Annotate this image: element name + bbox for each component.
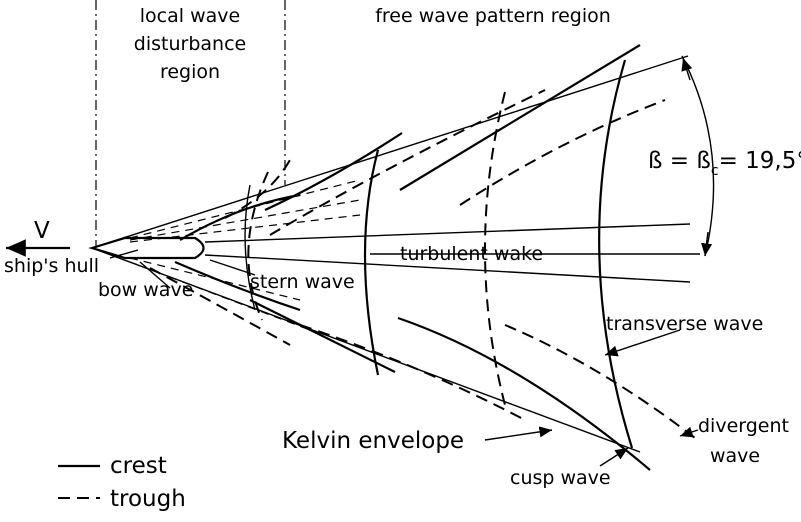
leader-stern-wave (209, 259, 256, 276)
legend-crest-label: crest (110, 453, 167, 479)
divergent-trough-lower-1 (149, 267, 291, 346)
transverse-wave-label: transverse wave (606, 313, 763, 335)
legend: crest trough (58, 453, 186, 512)
divergent-crest-upper-1 (179, 193, 301, 241)
legend-trough-label: trough (110, 486, 186, 512)
divergent-wave-label-2: wave (710, 445, 760, 467)
divergent-crest-upper-2 (264, 132, 403, 211)
cusp-wave-label: cusp wave (510, 467, 611, 489)
stern-wave-label: stern wave (250, 271, 355, 293)
divergent-trough-upper-2 (269, 89, 546, 236)
turbulent-wake-label: turbulent wake (400, 243, 543, 265)
free-region-label: free wave pattern region (375, 5, 611, 27)
bow-wave-label: bow wave (98, 279, 193, 301)
kelvin-envelope-upper (91, 55, 689, 249)
ship-hull-shape (88, 236, 205, 260)
leader-bow-wave (139, 261, 171, 289)
ships-hull-label: ship's hull (4, 255, 99, 277)
divergent-trough-upper-3 (459, 99, 666, 206)
divergent-crest-upper-3 (399, 44, 641, 191)
divergent-crest-lower-1 (174, 260, 301, 312)
divergent-trough-lower-2 (299, 324, 526, 421)
divergent-wave-label-1: divergent (698, 415, 789, 437)
divergent-trough-upper-1 (224, 159, 291, 219)
angle-arrow-bottom (701, 231, 713, 257)
angle-label: ß = ßc= 19,5° (648, 148, 801, 179)
wake-line-lower (204, 254, 691, 283)
local-region-label-1: local wave (140, 5, 240, 27)
local-region-label-2: disturbance (134, 33, 246, 55)
angle-arrow-top (681, 57, 693, 81)
leader-transverse (604, 329, 681, 357)
transverse-crest-2 (363, 149, 380, 376)
kelvin-envelope-label: Kelvin envelope (282, 428, 464, 454)
velocity-label: V (34, 218, 50, 244)
transverse-crest-3 (598, 59, 634, 449)
transverse-crest-1 (244, 184, 256, 311)
wake-line-upper (204, 223, 691, 243)
local-region-label-3: region (160, 61, 220, 83)
divergent-crest-lower-2 (249, 299, 396, 373)
angle-arc (681, 55, 715, 257)
leader-divergent (679, 426, 699, 438)
leader-cusp (599, 447, 629, 467)
leader-hull (109, 249, 139, 259)
divergent-trough-lower-3 (504, 324, 696, 439)
leader-kelvin (484, 426, 553, 441)
divergent-crest-lower-3 (397, 316, 651, 471)
